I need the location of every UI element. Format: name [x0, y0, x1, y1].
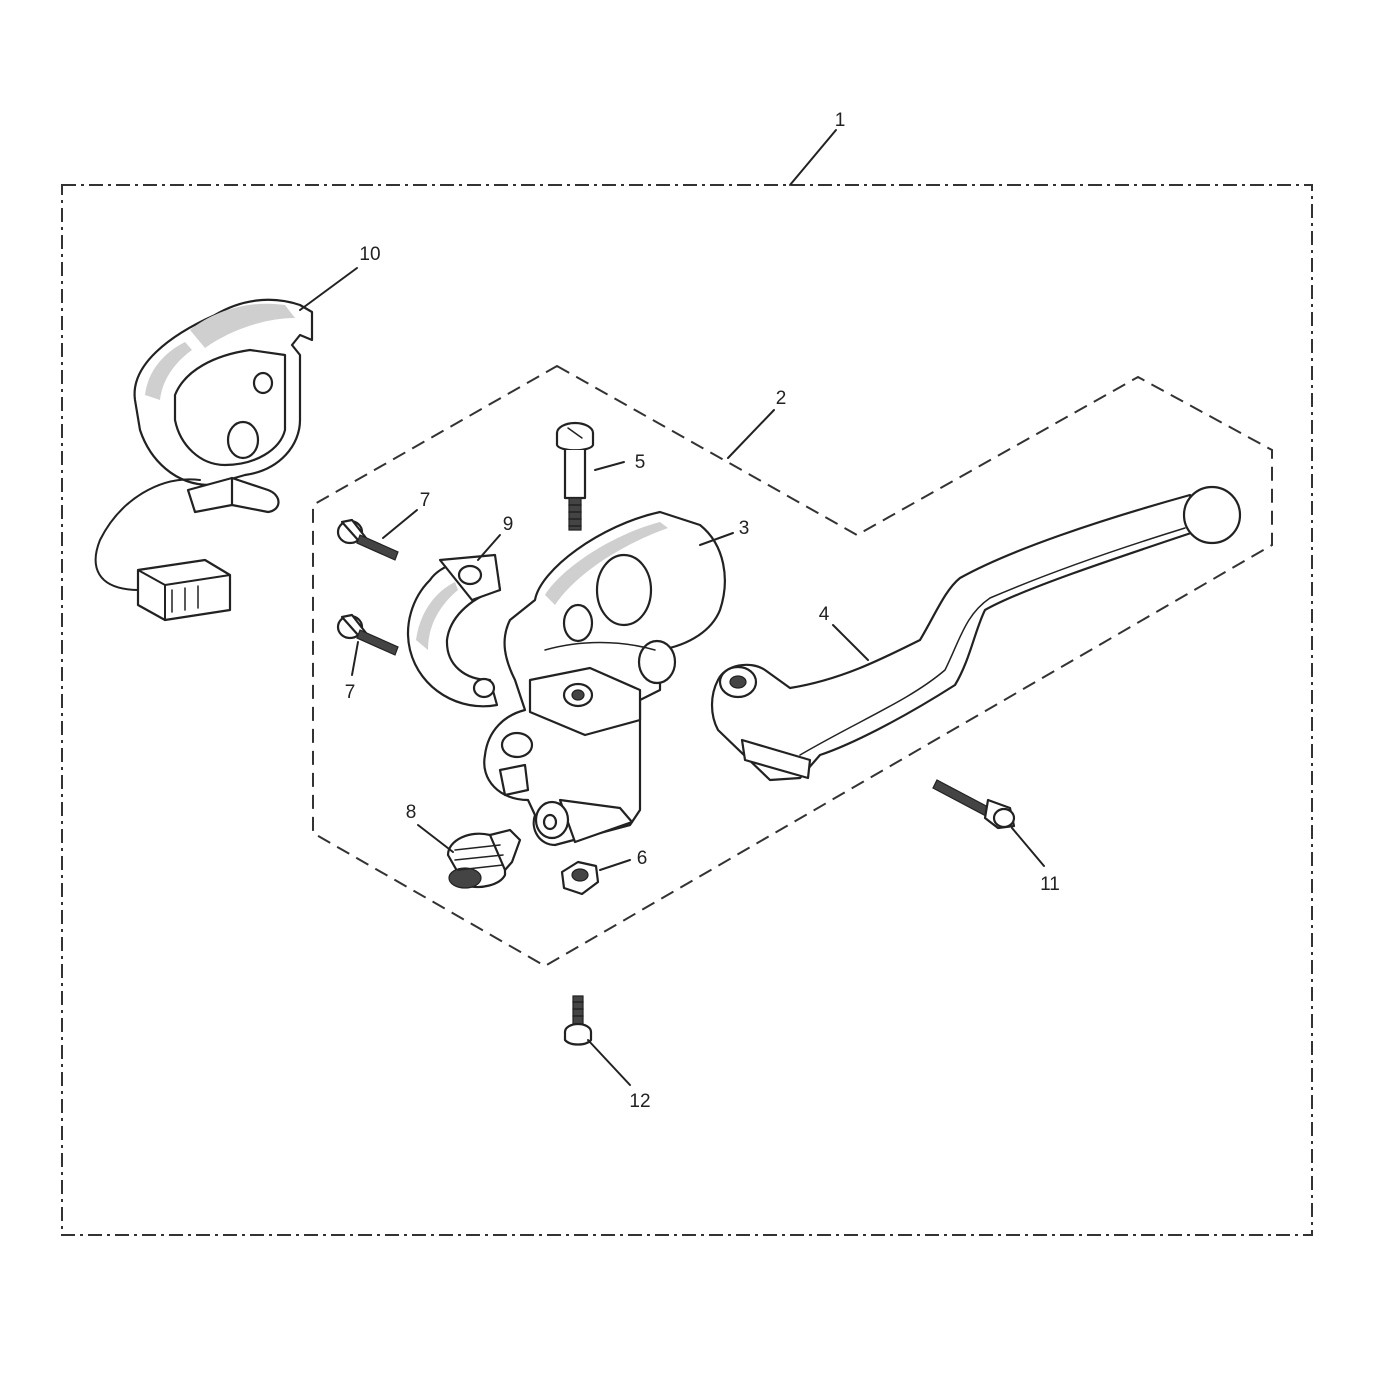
callout-7a: 7	[420, 490, 431, 511]
leader-11	[1011, 827, 1045, 867]
screw-part-12	[563, 995, 593, 1046]
lever-part-4	[710, 485, 1242, 782]
callout-1: 1	[835, 110, 846, 131]
callout-8: 8	[406, 802, 417, 823]
screw-part-7-upper	[336, 518, 399, 561]
leader-5	[594, 461, 625, 471]
callout-3: 3	[739, 518, 750, 539]
callout-10: 10	[359, 244, 380, 265]
adjuster-part-8	[446, 828, 522, 889]
assembly-boundary-2	[312, 364, 1273, 968]
callout-9: 9	[503, 514, 514, 535]
callout-11: 11	[1040, 874, 1060, 895]
kit-boundary-1	[61, 184, 1313, 1236]
callout-12: 12	[629, 1091, 650, 1112]
nut-part-6	[560, 860, 600, 896]
leader-3	[699, 532, 734, 546]
leader-lines	[299, 129, 1045, 1086]
pivot-pin-part-5	[555, 421, 595, 531]
leader-10	[299, 267, 358, 311]
leader-6	[599, 859, 631, 871]
switch-housing-part-10	[94, 298, 314, 622]
screw-part-7-lower	[336, 613, 399, 656]
clamp-part-9	[406, 553, 502, 708]
leader-9	[477, 534, 501, 561]
callout-6: 6	[637, 848, 648, 869]
leader-7a	[382, 509, 418, 539]
leader-8	[417, 824, 454, 853]
leader-12	[587, 1039, 631, 1086]
leader-1	[789, 129, 837, 186]
callout-5: 5	[635, 452, 646, 473]
leader-7b	[351, 641, 359, 676]
callout-4: 4	[819, 604, 830, 625]
leader-2	[727, 409, 775, 459]
callout-7b: 7	[345, 682, 356, 703]
callout-2: 2	[776, 388, 787, 409]
lever-body-part-3	[483, 510, 726, 847]
screw-part-11	[932, 779, 1016, 830]
leader-4	[832, 624, 869, 661]
callout-labels: 1 2 3 4 5 6 7 7 8 9 10 11 12	[345, 110, 1060, 1112]
